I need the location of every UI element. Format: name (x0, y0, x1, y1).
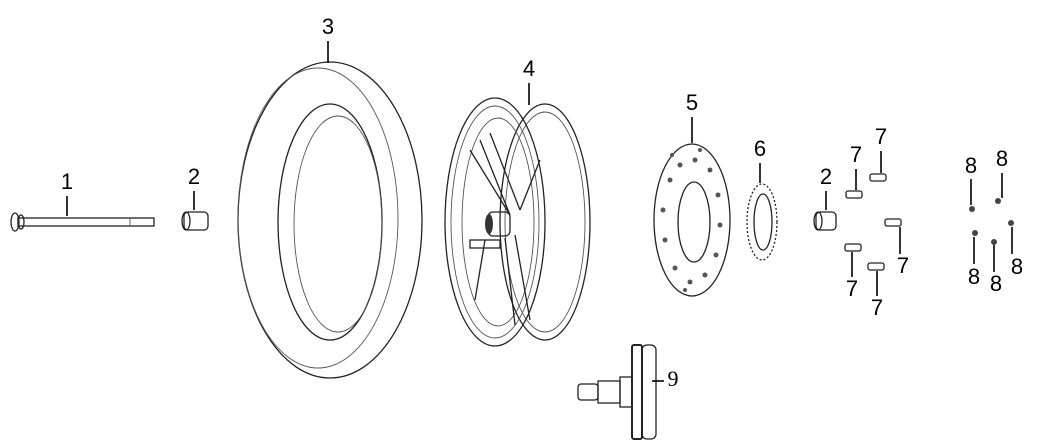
callout-2-left: 2 (188, 164, 200, 189)
spacer-right-part (813, 211, 837, 231)
callout-7: 7 (897, 253, 909, 278)
callout-1: 1 (61, 169, 73, 194)
speed-sensor-ring-part (746, 183, 778, 261)
callout-7: 7 (875, 124, 887, 149)
callout-2-right: 2 (820, 164, 832, 189)
ring-screws-part (969, 198, 1014, 245)
tire-valve-part (577, 344, 657, 440)
callout-3: 3 (322, 14, 334, 39)
callout-8: 8 (965, 153, 977, 178)
callout-6: 6 (754, 136, 766, 161)
brake-disc-part (653, 143, 731, 297)
callout-8: 8 (990, 271, 1002, 296)
leader-lines (66, 41, 1013, 382)
axle-part (10, 212, 155, 232)
callout-8: 8 (996, 146, 1008, 171)
callout-4: 4 (523, 56, 535, 81)
callout-8: 8 (968, 264, 980, 289)
tire-part (237, 61, 423, 379)
callout-9: 9 (668, 366, 679, 391)
spacer-left-part (181, 211, 209, 231)
callout-5: 5 (686, 90, 698, 115)
callout-7: 7 (846, 276, 858, 301)
wheel-rim-part (444, 97, 591, 347)
disc-bolts-part (844, 173, 902, 271)
callout-7: 7 (850, 142, 862, 167)
callout-8: 8 (1011, 254, 1023, 279)
callout-7: 7 (871, 295, 883, 320)
